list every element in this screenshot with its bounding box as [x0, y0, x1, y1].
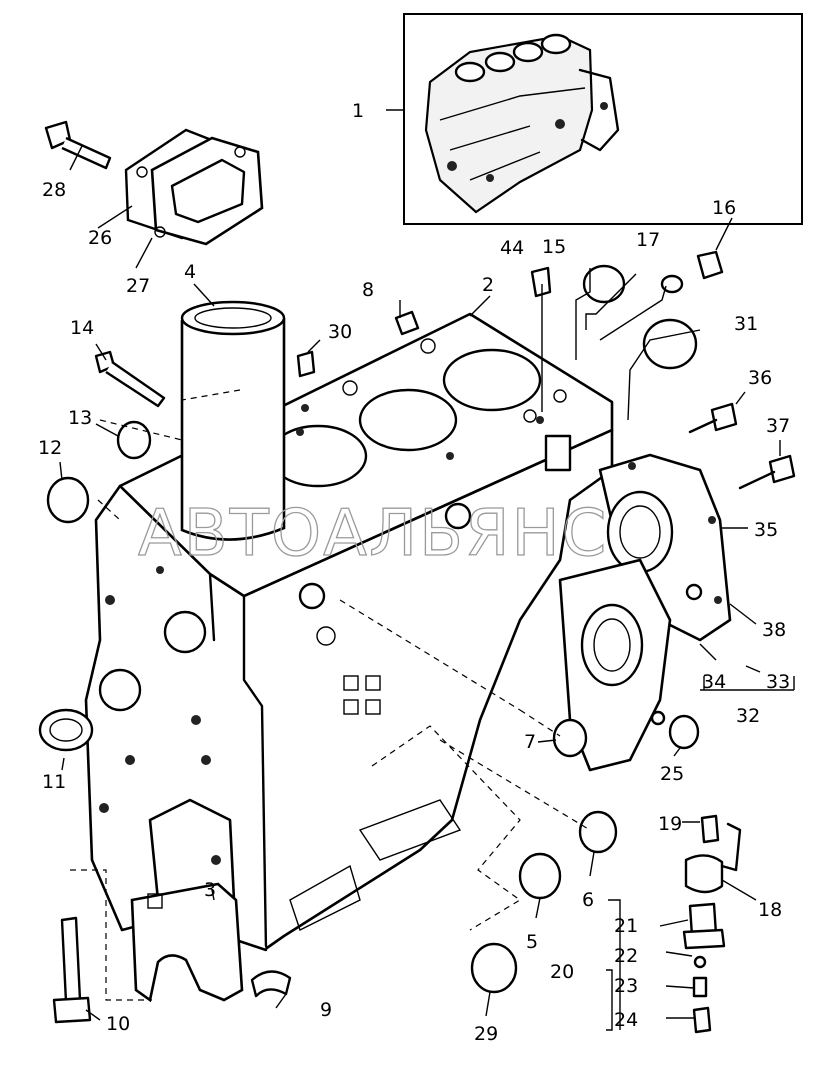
part-label-38: 38 [762, 619, 786, 641]
part-label-21: 21 [614, 915, 638, 937]
part-label-36: 36 [748, 367, 772, 389]
part-label-31: 31 [734, 313, 758, 335]
part-label-4: 4 [184, 261, 196, 283]
water-outlet-gasket [124, 128, 264, 246]
cylinder-liner [180, 300, 286, 541]
part-label-23: 23 [614, 975, 638, 997]
part-label-35: 35 [754, 519, 778, 541]
part-label-25: 25 [660, 763, 684, 785]
watermark-text: АВТОАЛЬЯНС [138, 497, 608, 571]
part-label-8: 8 [362, 279, 374, 301]
part-label-18: 18 [758, 899, 782, 921]
part-label-12: 12 [38, 437, 62, 459]
part-label-13: 13 [68, 407, 92, 429]
part-label-14: 14 [70, 317, 94, 339]
part-label-33: 33 [766, 671, 790, 693]
part-label-6: 6 [582, 889, 594, 911]
part-label-3: 3 [204, 879, 216, 901]
part-label-2: 2 [482, 274, 494, 296]
part-label-24: 24 [614, 1009, 638, 1031]
part-label-1: 1 [352, 100, 364, 122]
part-label-29: 29 [474, 1023, 498, 1045]
part-label-19: 19 [658, 813, 682, 835]
part-label-11: 11 [42, 771, 66, 793]
leader-lines [59, 109, 795, 1031]
part-label-15: 15 [542, 236, 566, 258]
part-label-32: 32 [736, 705, 760, 727]
part-label-44: 44 [500, 237, 524, 259]
part-number-labels: 1 2 3 4 5 6 7 8 9 10 11 12 13 14 15 16 1… [38, 100, 790, 1045]
part-label-9: 9 [320, 999, 332, 1021]
bolt-28 [44, 120, 112, 170]
inset-assembly-view [403, 13, 803, 225]
part-label-16: 16 [712, 197, 736, 219]
part-label-17: 17 [636, 229, 660, 251]
part-label-30: 30 [328, 321, 352, 343]
part-label-27: 27 [126, 275, 150, 297]
part-label-28: 28 [42, 179, 66, 201]
part-label-26: 26 [88, 227, 112, 249]
small-parts [38, 250, 796, 1034]
dashed-assembly-lines [70, 389, 591, 1001]
part-label-22: 22 [614, 945, 638, 967]
part-label-34: 34 [702, 671, 726, 693]
part-label-37: 37 [766, 415, 790, 437]
part-label-5: 5 [526, 931, 538, 953]
part-label-20: 20 [550, 961, 574, 983]
part-label-10: 10 [106, 1013, 130, 1035]
part-label-7: 7 [524, 731, 536, 753]
